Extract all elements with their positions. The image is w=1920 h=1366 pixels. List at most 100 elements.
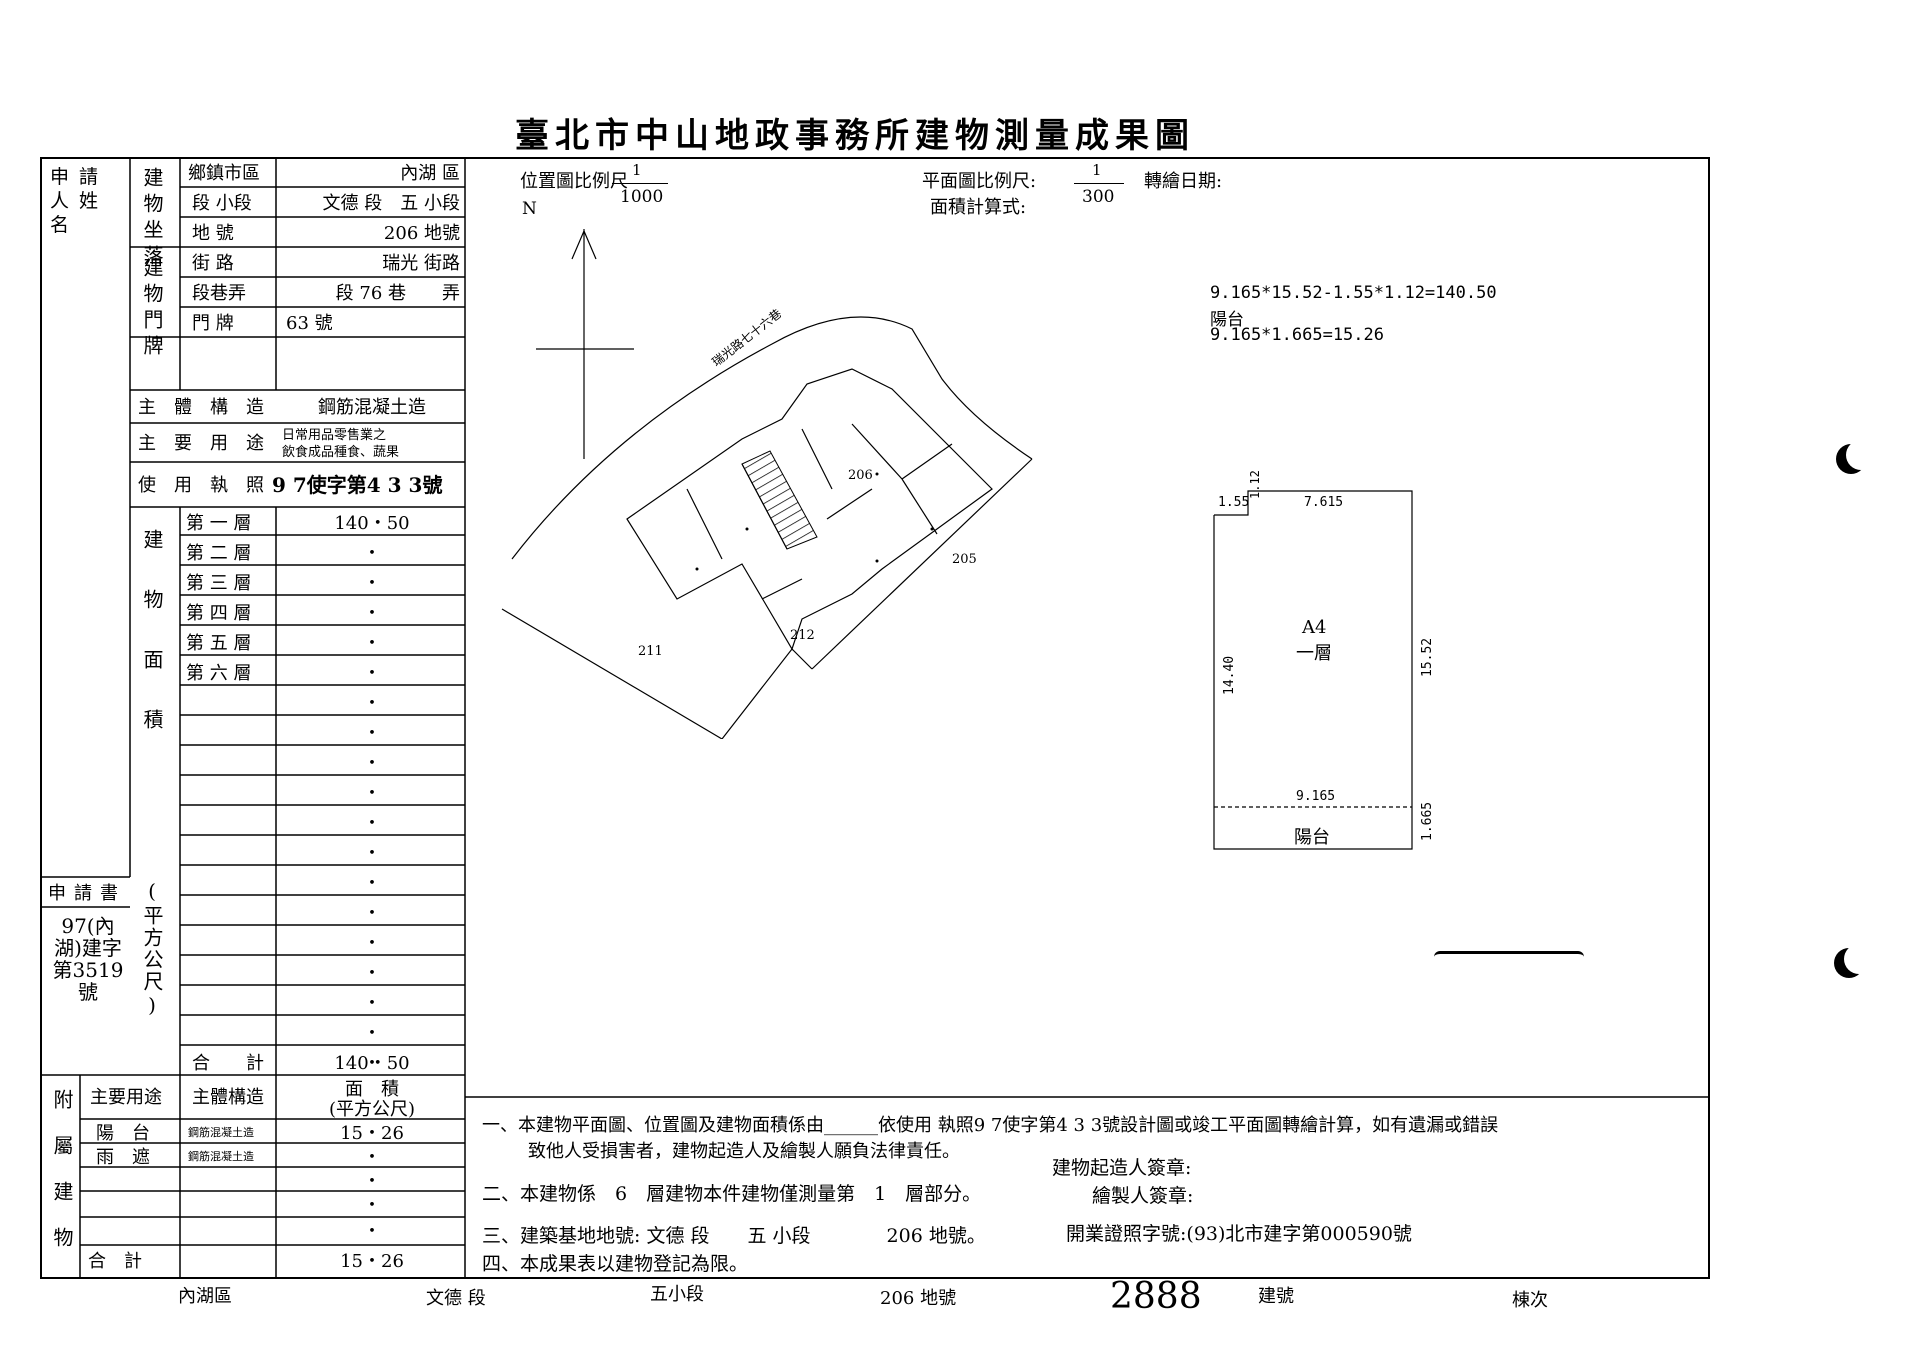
row-label-street: 街 路 [192,253,234,274]
punch-hole-mask [1844,944,1874,974]
permit-value: 9 7使字第4 3 3號 [272,473,443,497]
floor-value-empty: ・ [363,963,381,984]
unit-floor: 一層 [1296,643,1332,664]
map-dot [695,567,699,571]
footer-building-number: 2888 [1110,1276,1202,1317]
floor-value-empty: ・ [363,993,381,1014]
floor-value-empty: ・ [363,933,381,954]
annex-header-area: 面 積 [345,1079,399,1100]
row-value-lot: 206 地號 [383,223,460,244]
map-scale-denominator: 1000 [620,187,664,207]
dim-7: 1.665 [1420,801,1435,841]
dim-4: 14.40 [1222,655,1237,695]
floor-value-empty: ・ [363,783,381,804]
annex-struct: 鋼筋混凝土造 [188,1150,254,1163]
plan-scale-label: 平面圖比例尺: [922,171,1037,192]
floor-value-empty: ・ [363,693,381,714]
note-1b: 致他人受損害者，建物起造人及繪製人願負法律責任。 [528,1141,960,1162]
permit-label: 使 用 執 照 [138,475,264,496]
row-label-district: 鄉鎮市區 [188,163,260,184]
total-label: 合 計 [192,1053,264,1074]
dim-5: 15.52 [1420,637,1435,677]
application-number: 97(內湖)建字第3519號 [52,914,124,1004]
scanned-mark [1434,951,1584,960]
floor-value-empty: ・ [363,873,381,894]
annex-use: 雨 遮 [96,1147,150,1168]
annex-label: 附屬建物 [50,1089,74,1273]
location-label: 建物坐落 [140,167,164,271]
map-scale-label: 位置圖比例尺 [520,171,628,192]
annex-total-label: 合 計 [88,1251,142,1272]
annex-struct: 鋼筋混凝土造 [188,1126,254,1139]
row-value-section: 文德 段 五 小段 [322,193,460,214]
area-formula-label: 面積計算式: [930,197,1027,218]
area-label: 建物面積 [140,529,164,769]
floor-label: 第 四 層 [186,603,252,624]
area-formula-balcony-label: 陽台 [1210,310,1244,330]
lot-number: 212 [790,628,815,643]
floor-value: ・ [363,663,381,684]
floor-value: ・ [363,573,381,594]
annex-use: 陽 台 [96,1123,150,1144]
doorplate-label: 建物門牌 [140,257,164,361]
note-3: 三、建築基地地號: 文德 段 五 小段 206 地號。 [482,1225,986,1247]
floor-value-empty: ・ [363,813,381,834]
plan-scale-numerator: 1 [1092,161,1102,179]
floor-value-empty: ・ [363,843,381,864]
map-scale-numerator: 1 [632,161,642,179]
total-value: 140・50 [334,1053,410,1074]
row-value-number: 63 號 [286,313,333,334]
row-value-district: 內湖 區 [400,163,460,184]
annex-area-empty: ・ [363,1171,381,1192]
floor-value-empty: ・ [363,753,381,774]
dim-2: 1.12 [1248,470,1262,499]
note-2: 二、本建物係 6 層建物本件建物僅測量第 1 層部分。 [482,1183,982,1205]
plan-scale-denominator: 300 [1082,187,1115,207]
plan-scale-fraction-bar [1074,183,1124,184]
north-label: N [522,199,537,219]
footer-district: 內湖區 [178,1286,232,1307]
footer-section: 文德 段 [426,1288,486,1309]
annex-area: 15・26 [340,1123,404,1144]
footer-lot: 206 地號 [880,1288,957,1309]
floor-value: 140・50 [334,513,410,534]
structure-value: 鋼筋混凝土造 [318,397,426,418]
floor-label: 第 五 層 [186,633,252,654]
footer-subsection: 五小段 [650,1284,704,1305]
floor-label: 第 六 層 [186,663,252,684]
note-1a: 一、本建物平面圖、位置圖及建物面積係由______依使用 執照9 7使字第4 3… [482,1115,1499,1136]
annex-area-empty: ・ [363,1195,381,1216]
map-dot [875,559,879,563]
floor-value: ・ [363,543,381,564]
floor-label: 第 一 層 [186,513,252,534]
drafter-signature-label: 繪製人簽章: [1092,1185,1194,1207]
area-unit: (平方公尺) [140,879,164,1019]
location-map [501,229,1033,739]
floor-value-empty: ・ [363,1053,381,1074]
structure-label: 主 體 構 造 [138,397,264,418]
map-dot [745,527,749,531]
map-scale-fraction-bar [612,183,668,184]
application-label: 申請書 [48,883,126,904]
map-dot [875,472,879,476]
balcony-label: 陽台 [1294,827,1330,848]
punch-hole-mask [1846,440,1876,470]
annex-area-unit: (平方公尺) [328,1099,416,1120]
use-label: 主 要 用 途 [138,433,264,454]
lot-number: 205 [952,552,977,567]
row-value-lane: 段 76 巷 弄 [335,283,460,304]
transfer-date-label: 轉繪日期: [1144,171,1223,192]
use-value-1: 日常用品零售業之 [282,428,387,443]
floor-plan [1213,490,1413,850]
applicant-label: 申請人姓名 [50,166,109,236]
floor-label: 第 三 層 [186,573,252,594]
use-value-2: 飲食成品種食、蔬果 [282,445,400,460]
floor-value: ・ [363,603,381,624]
floor-label: 第 二 層 [186,543,252,564]
document-title: 臺北市中山地政事務所建物測量成果圖 [515,116,1195,156]
unit-name: A4 [1302,617,1327,638]
builder-signature-label: 建物起造人簽章: [1052,1157,1192,1179]
row-label-lane: 段巷弄 [192,283,246,304]
dim-6: 9.165 [1296,789,1336,804]
floor-value: ・ [363,633,381,654]
